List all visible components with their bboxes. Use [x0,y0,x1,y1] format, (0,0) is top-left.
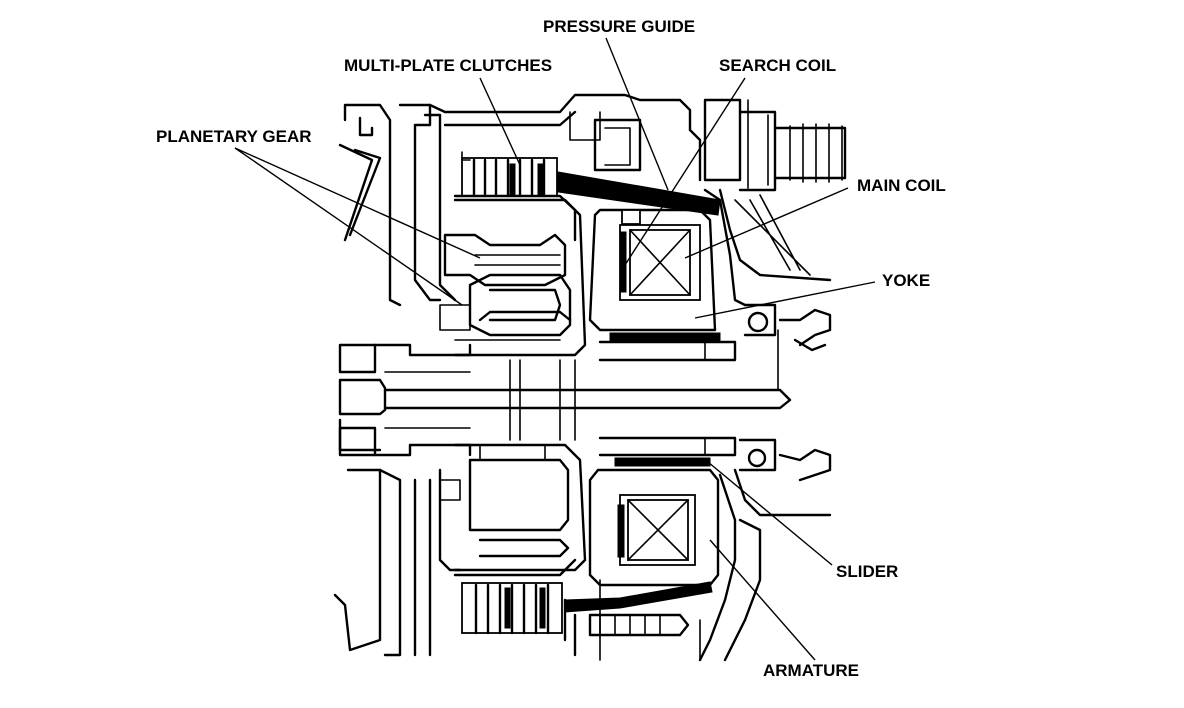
label-yoke: YOKE [882,271,930,290]
pressure-guide-band [557,111,721,216]
planetary-gear-lower [439,443,587,572]
label-main-coil: MAIN COIL [857,176,946,195]
planetary-gear-upper [439,198,587,357]
main-coil-lower [588,468,720,587]
label-armature: ARMATURE [763,661,859,680]
callout-labels: PRESSURE GUIDE MULTI-PLATE CLUTCHES SEAR… [156,17,946,680]
leader-lines [234,37,876,661]
multi-plate-clutches-lower [453,558,577,635]
armature-lower [563,581,713,657]
housing-outline [333,93,847,657]
label-slider: SLIDER [836,562,898,581]
multi-plate-clutches-upper [453,151,577,242]
yoke-lower [598,436,737,467]
label-pressure-guide: PRESSURE GUIDE [543,17,695,36]
label-search-coil: SEARCH COIL [719,56,836,75]
center-shaft [373,343,792,457]
yoke-upper [598,332,737,362]
main-coil-upper [588,208,717,332]
label-planetary-gear: PLANETARY GEAR [156,127,312,146]
housing-right-lower [599,438,832,662]
label-multi-plate-clutches: MULTI-PLATE CLUTCHES [344,56,552,75]
